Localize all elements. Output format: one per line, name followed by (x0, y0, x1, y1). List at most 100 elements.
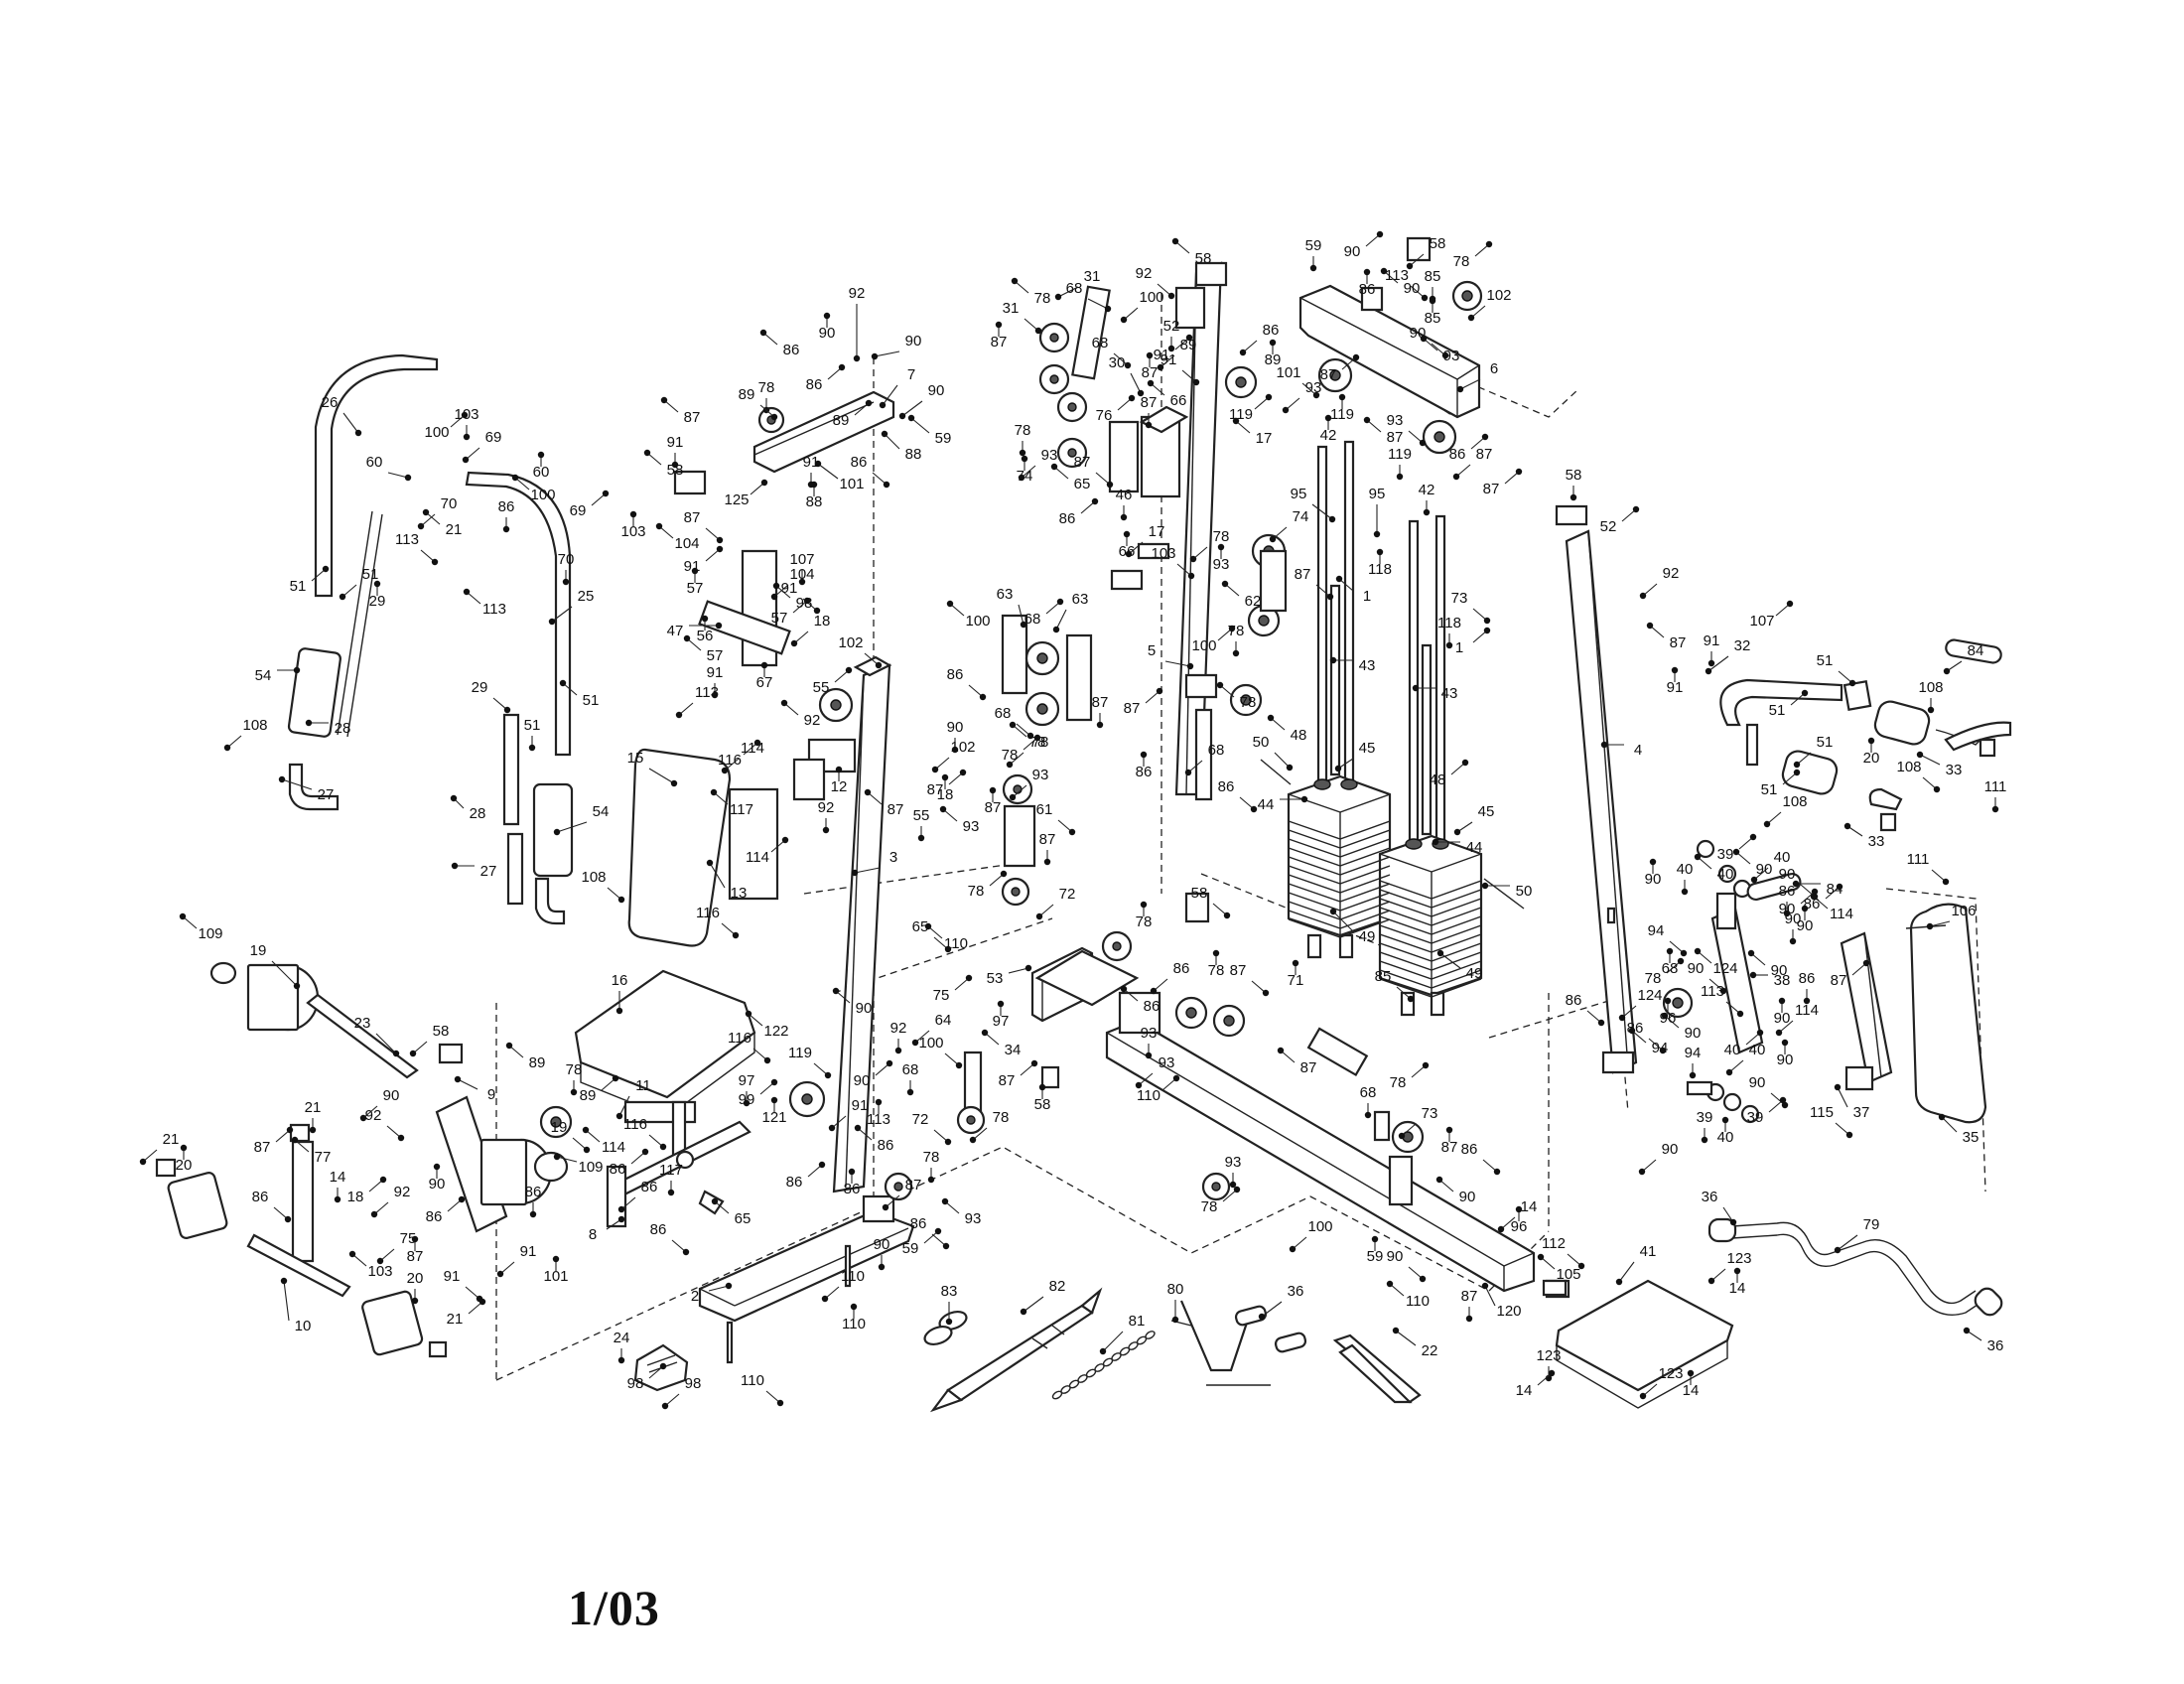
part-callout: 84 (1968, 642, 1984, 659)
fastener-dot (1021, 455, 1028, 463)
part-callout: 85 (1375, 968, 1392, 985)
part-callout: 87 (1831, 972, 1847, 989)
seat-pad-41 (1544, 1281, 1732, 1408)
part-callout: 44 (1258, 796, 1275, 813)
fastener-dot (911, 1039, 919, 1047)
part-callout: 84 (1827, 881, 1843, 898)
fastener-dot (1171, 237, 1179, 245)
part-callout: 90 (928, 382, 945, 399)
fastener-dot (1938, 1113, 1946, 1121)
part-callout: 78 (1645, 970, 1662, 987)
fastener-dot (1781, 1101, 1789, 1109)
leader-line (710, 863, 725, 888)
part-callout: 91 (1704, 632, 1720, 649)
part-callout: 92 (849, 285, 866, 302)
fastener-dot (1701, 1136, 1708, 1144)
fastener-dot (1445, 641, 1453, 649)
part-callout: 87 (1142, 364, 1159, 381)
fastener-dot (721, 767, 729, 774)
fastener-dot (1106, 481, 1114, 489)
fastener-dot (1407, 995, 1415, 1003)
part-callout: 19 (551, 1119, 568, 1136)
fastener-dot (1352, 353, 1360, 361)
fastener-dot (463, 433, 471, 441)
leader-line (388, 473, 408, 478)
fastener-dot (1145, 1052, 1153, 1059)
fastener-dot (1172, 1074, 1180, 1082)
fastener-dot (1157, 363, 1164, 371)
part-callout: 65 (1074, 476, 1091, 492)
fastener-dot (1597, 1019, 1605, 1027)
fastener-dot (1338, 393, 1346, 401)
part-callout: 33 (1868, 833, 1885, 850)
part-callout: 68 (1662, 960, 1679, 977)
part-callout: 75 (933, 987, 950, 1004)
fastener-dot (1232, 649, 1240, 657)
fastener-dot (879, 401, 887, 409)
fastener-dot (1862, 959, 1870, 967)
part-callout: 68 (1208, 742, 1225, 759)
fastener-dot (1783, 910, 1791, 917)
part-callout: 104 (789, 566, 814, 583)
part-callout: 92 (890, 1020, 907, 1037)
fastener-dot (1916, 751, 1924, 759)
part-callout: 80 (1167, 1281, 1184, 1298)
part-callout: 78 (968, 883, 985, 900)
fastener-dot (1707, 659, 1715, 667)
fastener-dot (559, 679, 567, 687)
part-callout: 75 (400, 1230, 417, 1247)
fastener-dot (798, 578, 806, 586)
part-callout: 86 (1461, 1141, 1478, 1158)
fastener-dot (1537, 1253, 1545, 1261)
fastener-dot (570, 1088, 578, 1096)
part-callout: 21 (163, 1131, 180, 1148)
fastener-dot (1600, 741, 1608, 749)
part-callout: 109 (578, 1159, 603, 1176)
fastener-dot (760, 479, 768, 487)
part-callout: 78 (1228, 623, 1245, 639)
part-callout: 89 (1265, 351, 1282, 368)
fastener-dot (1099, 1347, 1107, 1355)
fastener-dot (906, 1088, 914, 1096)
fastener-dot (1269, 339, 1277, 347)
part-callout: 103 (454, 406, 478, 423)
weight-plate (1289, 839, 1390, 857)
fastener-dot (1020, 1308, 1027, 1316)
fastener-dot (1834, 1246, 1842, 1254)
part-callout: 57 (687, 580, 704, 597)
fastener-dot (278, 775, 286, 783)
fastener-dot (1286, 764, 1294, 772)
press-arm-assembly (288, 355, 572, 923)
fastener-dot (969, 1136, 977, 1144)
fastener-dot (1009, 721, 1017, 729)
part-callout: 91 (1667, 679, 1684, 696)
fastener-dot (1147, 379, 1155, 387)
fastener-dot (878, 1263, 886, 1271)
fastener-dot (1371, 1235, 1379, 1243)
fastener-dot (1239, 349, 1247, 356)
fastener-dot (667, 1189, 675, 1196)
fastener-dot (1721, 1116, 1729, 1124)
fastener-dot (1043, 858, 1051, 866)
fastener-dot (1269, 535, 1277, 543)
part-callout: 78 (1201, 1198, 1218, 1215)
part-callout: 93 (1032, 767, 1049, 783)
part-callout: 68 (995, 705, 1012, 722)
part-callout: 99 (739, 1091, 755, 1108)
part-callout: 92 (365, 1107, 382, 1124)
fastener-dot (293, 666, 301, 674)
part-callout: 55 (813, 679, 830, 696)
fastener-dot (1006, 761, 1014, 769)
part-callout: 19 (250, 942, 267, 959)
fastener-dot (641, 1148, 649, 1156)
fastener-dot (1150, 987, 1158, 995)
fastener-dot (1024, 964, 1032, 972)
fastener-dot (1707, 1277, 1715, 1285)
part-callout: 86 (786, 1174, 803, 1191)
fastener-dot (1420, 335, 1428, 343)
part-callout: 40 (1774, 849, 1791, 866)
part-callout: 90 (1797, 917, 1814, 934)
fastener-dot (1329, 908, 1337, 915)
part-callout: 97 (993, 1013, 1010, 1030)
fastener-dot (675, 711, 683, 719)
